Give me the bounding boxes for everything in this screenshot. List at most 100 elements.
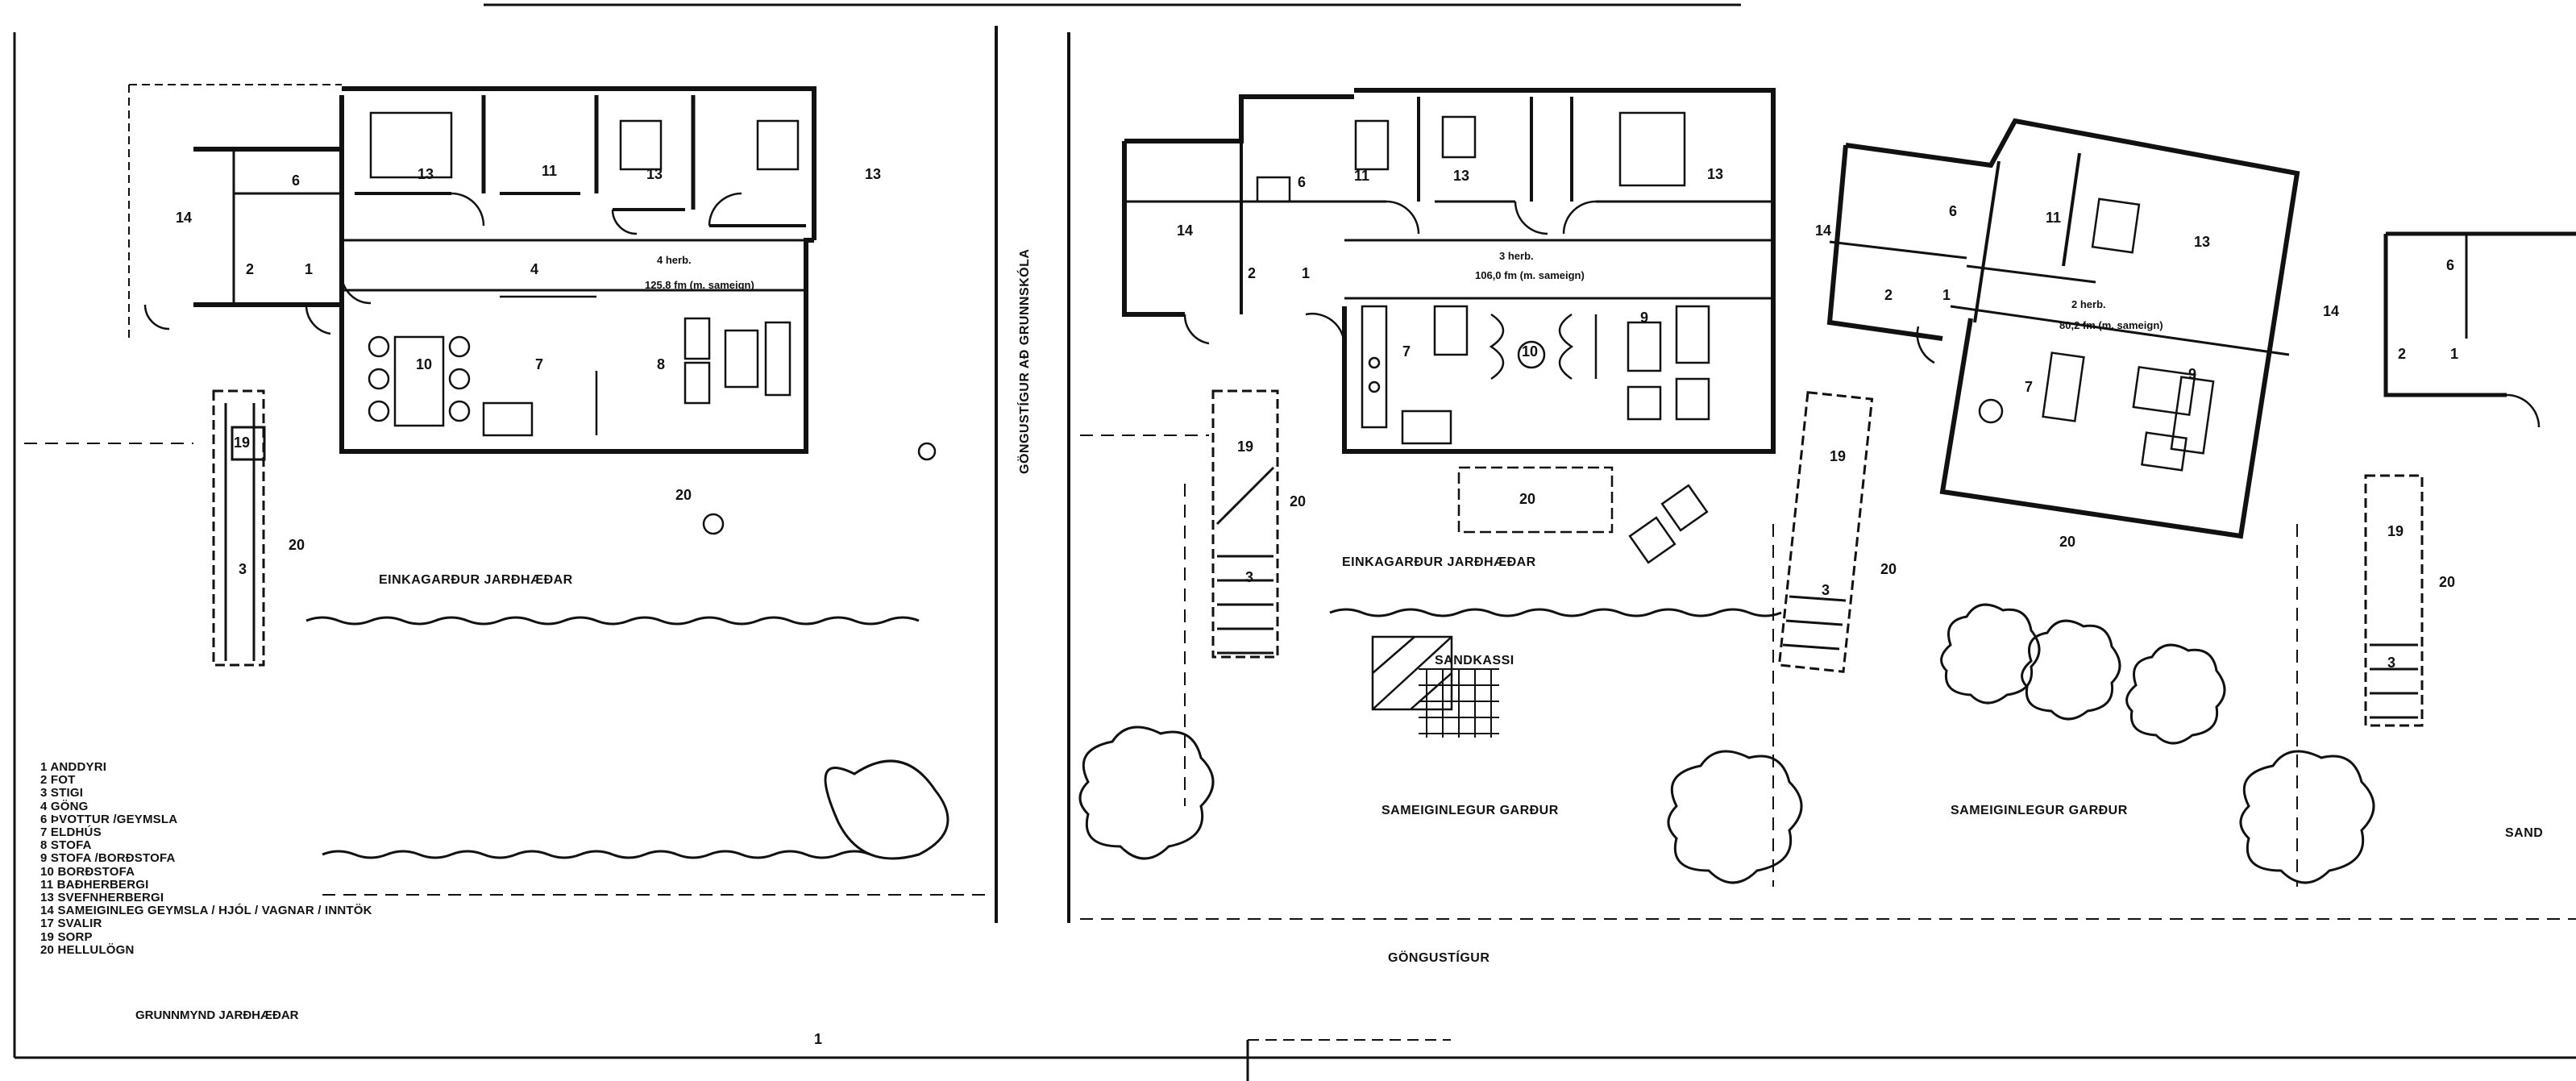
room-19-left: 19 xyxy=(234,434,250,451)
legend-item: 13 SVEFNHERBERGI xyxy=(40,891,164,905)
unit-right-fixtures xyxy=(1916,197,2215,472)
room-20-right-b: 20 xyxy=(2059,534,2075,550)
room-7-middle: 7 xyxy=(1402,343,1411,360)
room-3-left: 3 xyxy=(239,561,247,577)
unit-left-area: 125,8 fm (m. sameign) xyxy=(645,279,754,291)
legend-item: 10 BORÐSTOFA xyxy=(40,864,135,879)
legend-item: 1 ANDDYRI xyxy=(40,760,107,774)
unit-right-area: 80,2 fm (m. sameign) xyxy=(2059,319,2163,331)
hedge-middle xyxy=(1329,608,1782,617)
area-labels: EINKAGARÐUR JARÐHÆÐAR EINKAGARÐUR JARÐHÆ… xyxy=(379,249,2543,1047)
room-1-far-right: 1 xyxy=(2450,346,2458,362)
room-2-right: 2 xyxy=(1884,287,1893,303)
room-11-right: 11 xyxy=(2046,210,2061,226)
page-mark: 1 xyxy=(814,1031,822,1047)
room-13-left-b: 13 xyxy=(646,166,663,182)
legend-item: 9 STOFA /BORÐSTOFA xyxy=(40,851,176,866)
shared-garden-label-2: SAMEIGINLEGUR GARÐUR xyxy=(1951,804,2128,817)
room-2-middle: 2 xyxy=(1248,265,1256,281)
room-13-right: 13 xyxy=(2194,234,2210,250)
room-6-left: 6 xyxy=(292,173,300,189)
legend-item: 8 STOFA xyxy=(40,838,92,853)
legend-item: 20 HELLULÖGN xyxy=(40,942,135,957)
unit-middle-fixtures xyxy=(1183,111,1710,445)
unit-far-right xyxy=(2383,231,2576,428)
stair-middle xyxy=(1211,389,1279,659)
stair-right xyxy=(1777,391,1874,673)
room-13-left-a: 13 xyxy=(418,166,434,182)
stair-left xyxy=(212,389,266,667)
footpath-school-label: GÖNGUSTÍGUR AÐ GRUNNSKÓLA xyxy=(1016,249,1032,474)
room-10-middle: 10 xyxy=(1522,343,1538,360)
legend-item: 2 FOT xyxy=(40,773,76,788)
legend-item: 7 ELDHÚS xyxy=(40,825,102,840)
room-3-middle: 3 xyxy=(1245,569,1253,585)
room-11-middle: 11 xyxy=(1354,168,1369,184)
room-3-right: 3 xyxy=(1822,582,1830,598)
unit-left-fixtures xyxy=(143,111,937,535)
room-6-far-right: 6 xyxy=(2446,257,2454,273)
room-numbers: 14 6 2 1 13 11 13 13 4 10 7 8 19 20 3 20… xyxy=(176,163,2458,671)
unit-right-walls xyxy=(1826,118,2300,539)
room-14-middle: 14 xyxy=(1177,222,1193,239)
room-6-right: 6 xyxy=(1949,203,1957,219)
room-1-middle: 1 xyxy=(1302,265,1310,281)
room-20-middle-a: 20 xyxy=(1290,493,1306,509)
legend-item: 19 SORP xyxy=(40,929,93,944)
room-20-left: 20 xyxy=(289,537,305,553)
sheet-frame xyxy=(13,3,2576,1081)
room-3-far-right: 3 xyxy=(2387,655,2395,671)
room-20-middle-b: 20 xyxy=(1519,491,1535,507)
room-1-right: 1 xyxy=(1942,287,1951,303)
trees xyxy=(1078,603,2375,884)
edge-label-right: SAND xyxy=(2505,826,2543,840)
room-10-left: 10 xyxy=(416,356,432,372)
unit-left-rooms: 4 herb. xyxy=(657,254,692,266)
room-20-right-a: 20 xyxy=(1880,561,1897,577)
unit-middle-walls xyxy=(1122,88,1776,454)
room-legend: 1 ANDDYRI 2 FOT 3 STIGI 4 GÖNG 6 ÞVOTTUR… xyxy=(40,760,540,957)
legend-item: 11 BAÐHERBERGI xyxy=(40,877,149,892)
terrace-middle xyxy=(1457,466,1709,564)
paving-lines xyxy=(24,434,2576,920)
hedge-left xyxy=(305,616,949,860)
private-garden-label-2: EINKAGARÐUR JARÐHÆÐAR xyxy=(1342,555,1536,569)
room-7-right: 7 xyxy=(2025,379,2033,395)
room-14-far-right: 14 xyxy=(2323,303,2339,319)
drawing-caption: GRUNNMYND JARÐHÆÐAR xyxy=(135,1008,299,1022)
legend-item: 14 SAMEIGINLEG GEYMSLA / HJÓL / VAGNAR /… xyxy=(40,904,372,918)
unit-area-notes: 4 herb. 125,8 fm (m. sameign) 3 herb. 10… xyxy=(645,250,2163,331)
room-9-middle: 9 xyxy=(1640,310,1648,326)
room-13-middle-b: 13 xyxy=(1707,166,1723,182)
legend-item: 17 SVALIR xyxy=(40,917,102,931)
room-19-middle: 19 xyxy=(1237,439,1253,455)
room-20-far-right: 20 xyxy=(2439,574,2455,590)
room-13-left-c: 13 xyxy=(865,166,881,182)
stair-far-right xyxy=(2364,474,2424,727)
unit-right-rooms: 2 herb. xyxy=(2071,298,2106,310)
room-8-left: 8 xyxy=(657,356,665,372)
room-14-right: 14 xyxy=(1815,222,1831,239)
room-19-far-right: 19 xyxy=(2387,523,2404,539)
room-19-right: 19 xyxy=(1830,448,1846,464)
room-2-left: 2 xyxy=(246,261,254,277)
room-1-left: 1 xyxy=(305,261,313,277)
room-11-left: 11 xyxy=(542,163,557,179)
unit-left-walls xyxy=(128,84,816,454)
room-9-right: 9 xyxy=(2188,366,2196,382)
room-2-far-right: 2 xyxy=(2398,346,2406,362)
legend-item: 3 STIGI xyxy=(40,786,84,800)
sandbox-shape xyxy=(1371,635,1499,738)
room-13-middle-a: 13 xyxy=(1453,168,1469,184)
room-7-left: 7 xyxy=(535,356,543,372)
footpath-label: GÖNGUSTÍGUR xyxy=(1388,950,1490,965)
legend-item: 6 ÞVOTTUR /GEYMSLA xyxy=(40,812,178,826)
shared-garden-label-1: SAMEIGINLEGUR GARÐUR xyxy=(1381,804,1559,817)
room-20-left-b: 20 xyxy=(675,487,692,503)
sandbox-label: SANDKASSI xyxy=(1435,654,1514,667)
room-4-left: 4 xyxy=(530,261,538,277)
private-garden-label: EINKAGARÐUR JARÐHÆÐAR xyxy=(379,573,573,587)
room-6-middle: 6 xyxy=(1298,174,1306,190)
unit-middle-rooms: 3 herb. xyxy=(1499,250,1534,262)
